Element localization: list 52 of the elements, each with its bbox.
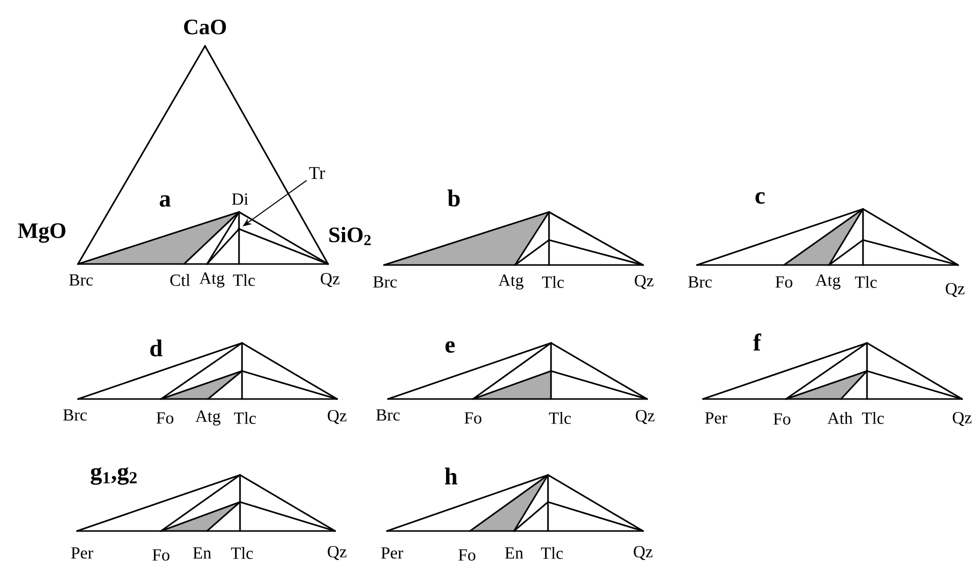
mineral-label: Qz — [328, 410, 346, 424]
mineral-label: Qz — [328, 546, 346, 560]
mineral-label: Tlc — [231, 547, 253, 559]
mineral-label: Brc — [376, 409, 400, 421]
panel-letter: h — [444, 468, 458, 484]
mineral-label: Fo — [458, 549, 476, 561]
mineral-label: En — [193, 547, 212, 559]
mineral-label: Qz — [636, 410, 654, 424]
oxide-label: SiO$_{2}$ — [329, 226, 371, 246]
mineral-label: Per — [705, 412, 728, 424]
mineral-label: Per — [381, 547, 404, 559]
panel-letter: e — [446, 341, 455, 353]
mineral-label: Brc — [688, 276, 712, 288]
mineral-label: Atg — [195, 410, 220, 426]
mineral-label: Brc — [373, 276, 397, 288]
mineral-label: Tlc — [233, 274, 255, 286]
mineral-label: Fo — [152, 549, 170, 561]
mineral-label: Brc — [69, 274, 93, 286]
oxide-label: MgO — [18, 223, 66, 243]
mineral-label: En — [505, 547, 524, 559]
mineral-label: Ath — [827, 412, 853, 424]
mineral-label: Qz — [952, 412, 972, 426]
mineral-label: Qz — [946, 282, 964, 297]
mineral-label: Fo — [464, 412, 482, 424]
tie-line-vertex — [238, 228, 240, 230]
panel-letter: a — [160, 195, 171, 207]
oxide-label: CaO — [184, 20, 226, 34]
mineral-label: Tlc — [549, 412, 571, 424]
mineral-label: Per — [71, 547, 94, 559]
mineral-label: Qz — [634, 546, 652, 560]
mineral-label: Fo — [774, 413, 790, 425]
mineral-label: Brc — [63, 409, 87, 421]
mineral-label: Atg — [498, 274, 524, 290]
panel-letter: c — [756, 192, 765, 204]
mineral-label: Qz — [634, 274, 654, 289]
panel-letter: b — [448, 190, 460, 206]
mineral-label: Tlc — [542, 276, 564, 288]
mineral-label: Di — [232, 193, 248, 205]
panel-letter: f — [753, 334, 762, 350]
panel-letter: d — [150, 340, 162, 356]
mineral-label: Fo — [156, 412, 174, 424]
mineral-label: Fo — [776, 276, 792, 288]
mineral-label: Atg — [815, 274, 840, 290]
mineral-label: Tlc — [234, 412, 256, 424]
mineral-label: Tlc — [541, 547, 563, 559]
mineral-label: Atg — [199, 272, 224, 288]
mineral-label: Ctl — [170, 274, 190, 286]
mineral-label: Tlc — [862, 412, 884, 424]
mineral-label: Tr — [309, 167, 326, 179]
mineral-label: Tlc — [854, 276, 877, 288]
mineral-label: Qz — [320, 272, 340, 287]
panel-letter: g$_{1}$,g$_{2}$ — [90, 467, 137, 485]
